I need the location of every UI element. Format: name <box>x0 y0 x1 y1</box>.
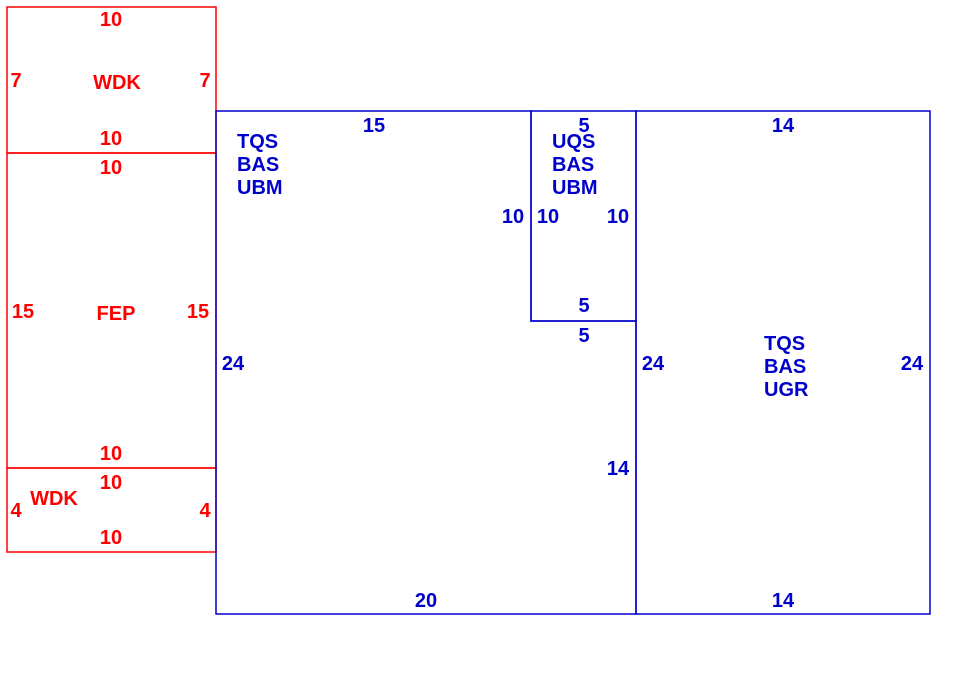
main-left-label-line2: BAS <box>237 154 279 176</box>
main-left-dim-top: 15 <box>363 115 385 137</box>
main-right-dim-bottom: 14 <box>772 590 795 612</box>
main-right-label-line2: BAS <box>764 356 806 378</box>
main-right-label-line1: TQS <box>764 333 805 355</box>
main-left-dim-left: 24 <box>222 353 245 375</box>
small-room-dim-inner-left: 10 <box>537 206 559 228</box>
wdk-bottom-dim-top: 10 <box>100 472 122 494</box>
wdk-top-label: WDK <box>93 72 141 94</box>
main-right-dim-left: 24 <box>642 353 665 375</box>
main-right-dim-top: 14 <box>772 115 795 137</box>
small-room-label-line2: BAS <box>552 154 594 176</box>
wdk-bottom-dim-left: 4 <box>10 500 22 522</box>
small-room-dim-top: 5 <box>578 115 589 137</box>
fep-dim-bottom: 10 <box>100 443 122 465</box>
wdk-bottom-dim-right: 4 <box>199 500 211 522</box>
wdk-top-dim-right: 7 <box>199 70 210 92</box>
main-left-label-line3: UBM <box>237 177 283 199</box>
small-room-label-line3: UBM <box>552 177 598 199</box>
small-room-dim-bottom: 5 <box>578 295 589 317</box>
small-room-dim-below: 5 <box>578 325 589 347</box>
main-right-outline <box>635 110 931 615</box>
wdk-top-dim-top: 10 <box>100 9 122 31</box>
main-left-dim-bottom: 20 <box>415 590 437 612</box>
wdk-bottom-dim-bottom: 10 <box>100 527 122 549</box>
fep-dim-right: 15 <box>187 301 209 323</box>
small-room-dim-left: 10 <box>502 206 524 228</box>
wdk-bottom-label: WDK <box>30 488 78 510</box>
main-left-dim-right-lower: 14 <box>607 458 630 480</box>
fep-label: FEP <box>97 303 136 325</box>
main-right-dim-right: 24 <box>901 353 924 375</box>
fep-dim-left: 15 <box>12 301 34 323</box>
main-right-label-line3: UGR <box>764 379 809 401</box>
wdk-top-dim-bottom: 10 <box>100 128 122 150</box>
main-left-label-line1: TQS <box>237 131 278 153</box>
small-room-dim-right: 10 <box>607 206 629 228</box>
small-room-label-line1: UQS <box>552 131 595 153</box>
wdk-top-dim-left: 7 <box>10 70 21 92</box>
fep-dim-top: 10 <box>100 157 122 179</box>
